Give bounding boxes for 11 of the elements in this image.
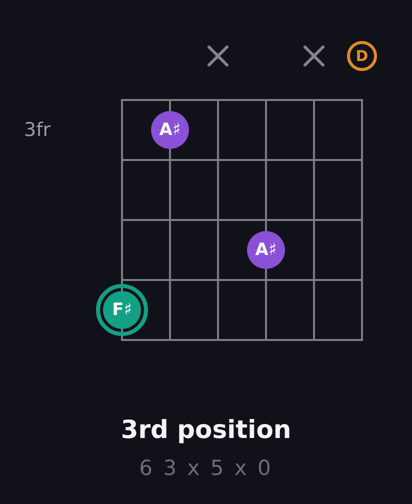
open-string-marker [347,41,377,71]
note-marker [247,231,285,269]
note-name: A♯ [255,242,277,258]
string-letter: D [356,48,368,64]
chord-title: 3rd position [120,414,292,446]
note-marker [151,111,189,149]
note-name: A♯ [159,122,181,138]
fret-number-label: 3fr [24,118,51,142]
note-name: F♯ [112,302,132,318]
root-note-marker [96,284,148,336]
fret-numbers: 6 3 x 5 x 0 [139,455,273,481]
